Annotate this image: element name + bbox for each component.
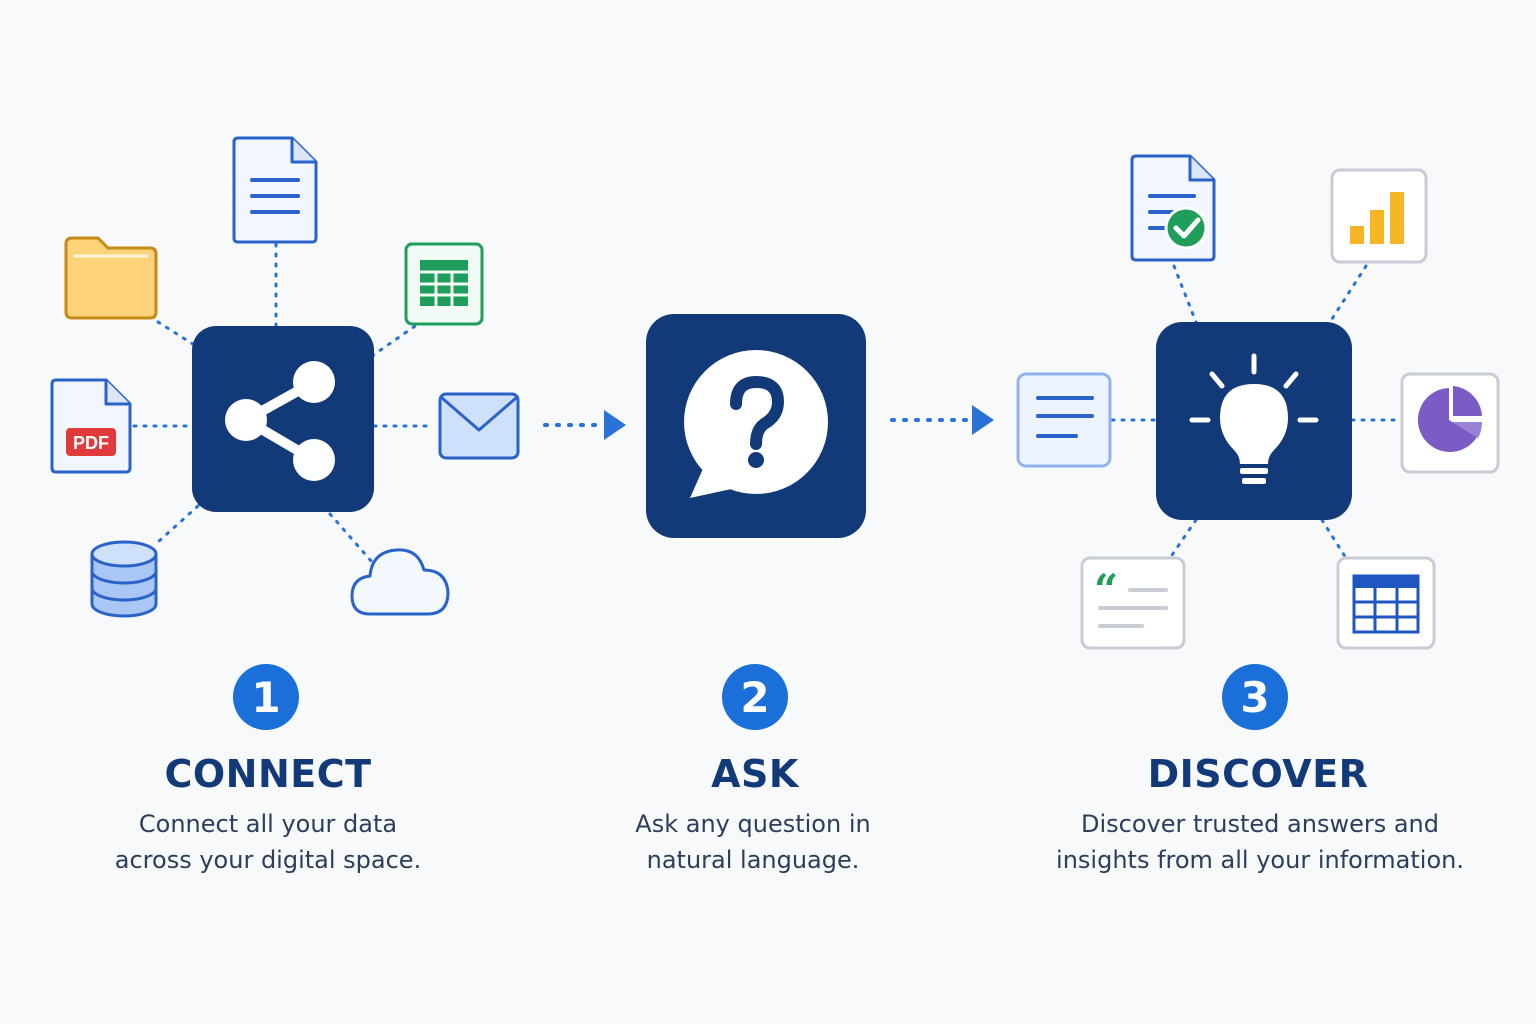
step-title: CONNECT [164,752,372,796]
svg-text:“: “ [1094,565,1118,614]
step-number-badge: 1 [233,664,299,730]
step-description-line: Ask any question in [635,810,871,838]
step-description-line: across your digital space. [114,846,422,874]
flow-arrow-head [972,405,994,435]
share-icon [225,361,335,481]
step-description: Connect all your data across your digita… [38,806,498,878]
email-icon [438,392,520,460]
text-lines-icon [1016,372,1112,468]
pie-chart-icon [1400,372,1500,474]
connector-line [1320,518,1348,560]
bar-chart-icon [1330,168,1428,264]
step-description: Discover trusted answers and insights fr… [1030,806,1490,878]
lightbulb-icon [1189,353,1319,484]
step-description-line: natural language. [646,846,860,874]
spreadsheet-icon [404,242,484,326]
pdf-label: PDF [73,433,109,453]
connector-line [1168,518,1198,560]
step-description-line: Discover trusted answers and [1081,810,1439,838]
quote-card-icon: “ [1080,556,1186,650]
step-number-badge: 2 [722,664,788,730]
connector-line [1328,264,1368,324]
database-icon [90,540,158,618]
connector-line [156,504,200,544]
step-title: DISCOVER [1147,752,1369,796]
folder-icon [64,236,158,320]
connector-line [1172,264,1198,324]
verified-document-icon [1130,154,1216,262]
connector-line [328,512,374,564]
step-description: Ask any question in natural language. [523,806,983,878]
step-number-badge: 3 [1222,664,1288,730]
step-title: ASK [711,752,799,796]
step-description-line: Connect all your data [138,810,398,838]
step-description-line: insights from all your information. [1056,846,1464,874]
connect-hub [192,326,374,512]
flow-arrow-head [604,410,626,440]
table-icon [1336,556,1436,650]
document-icon [232,136,318,244]
cloud-icon [350,548,450,616]
connector-line [156,320,198,348]
question-bubble-icon [684,350,828,498]
pdf-file-icon: PDF [50,378,132,474]
connector-line [370,322,420,358]
